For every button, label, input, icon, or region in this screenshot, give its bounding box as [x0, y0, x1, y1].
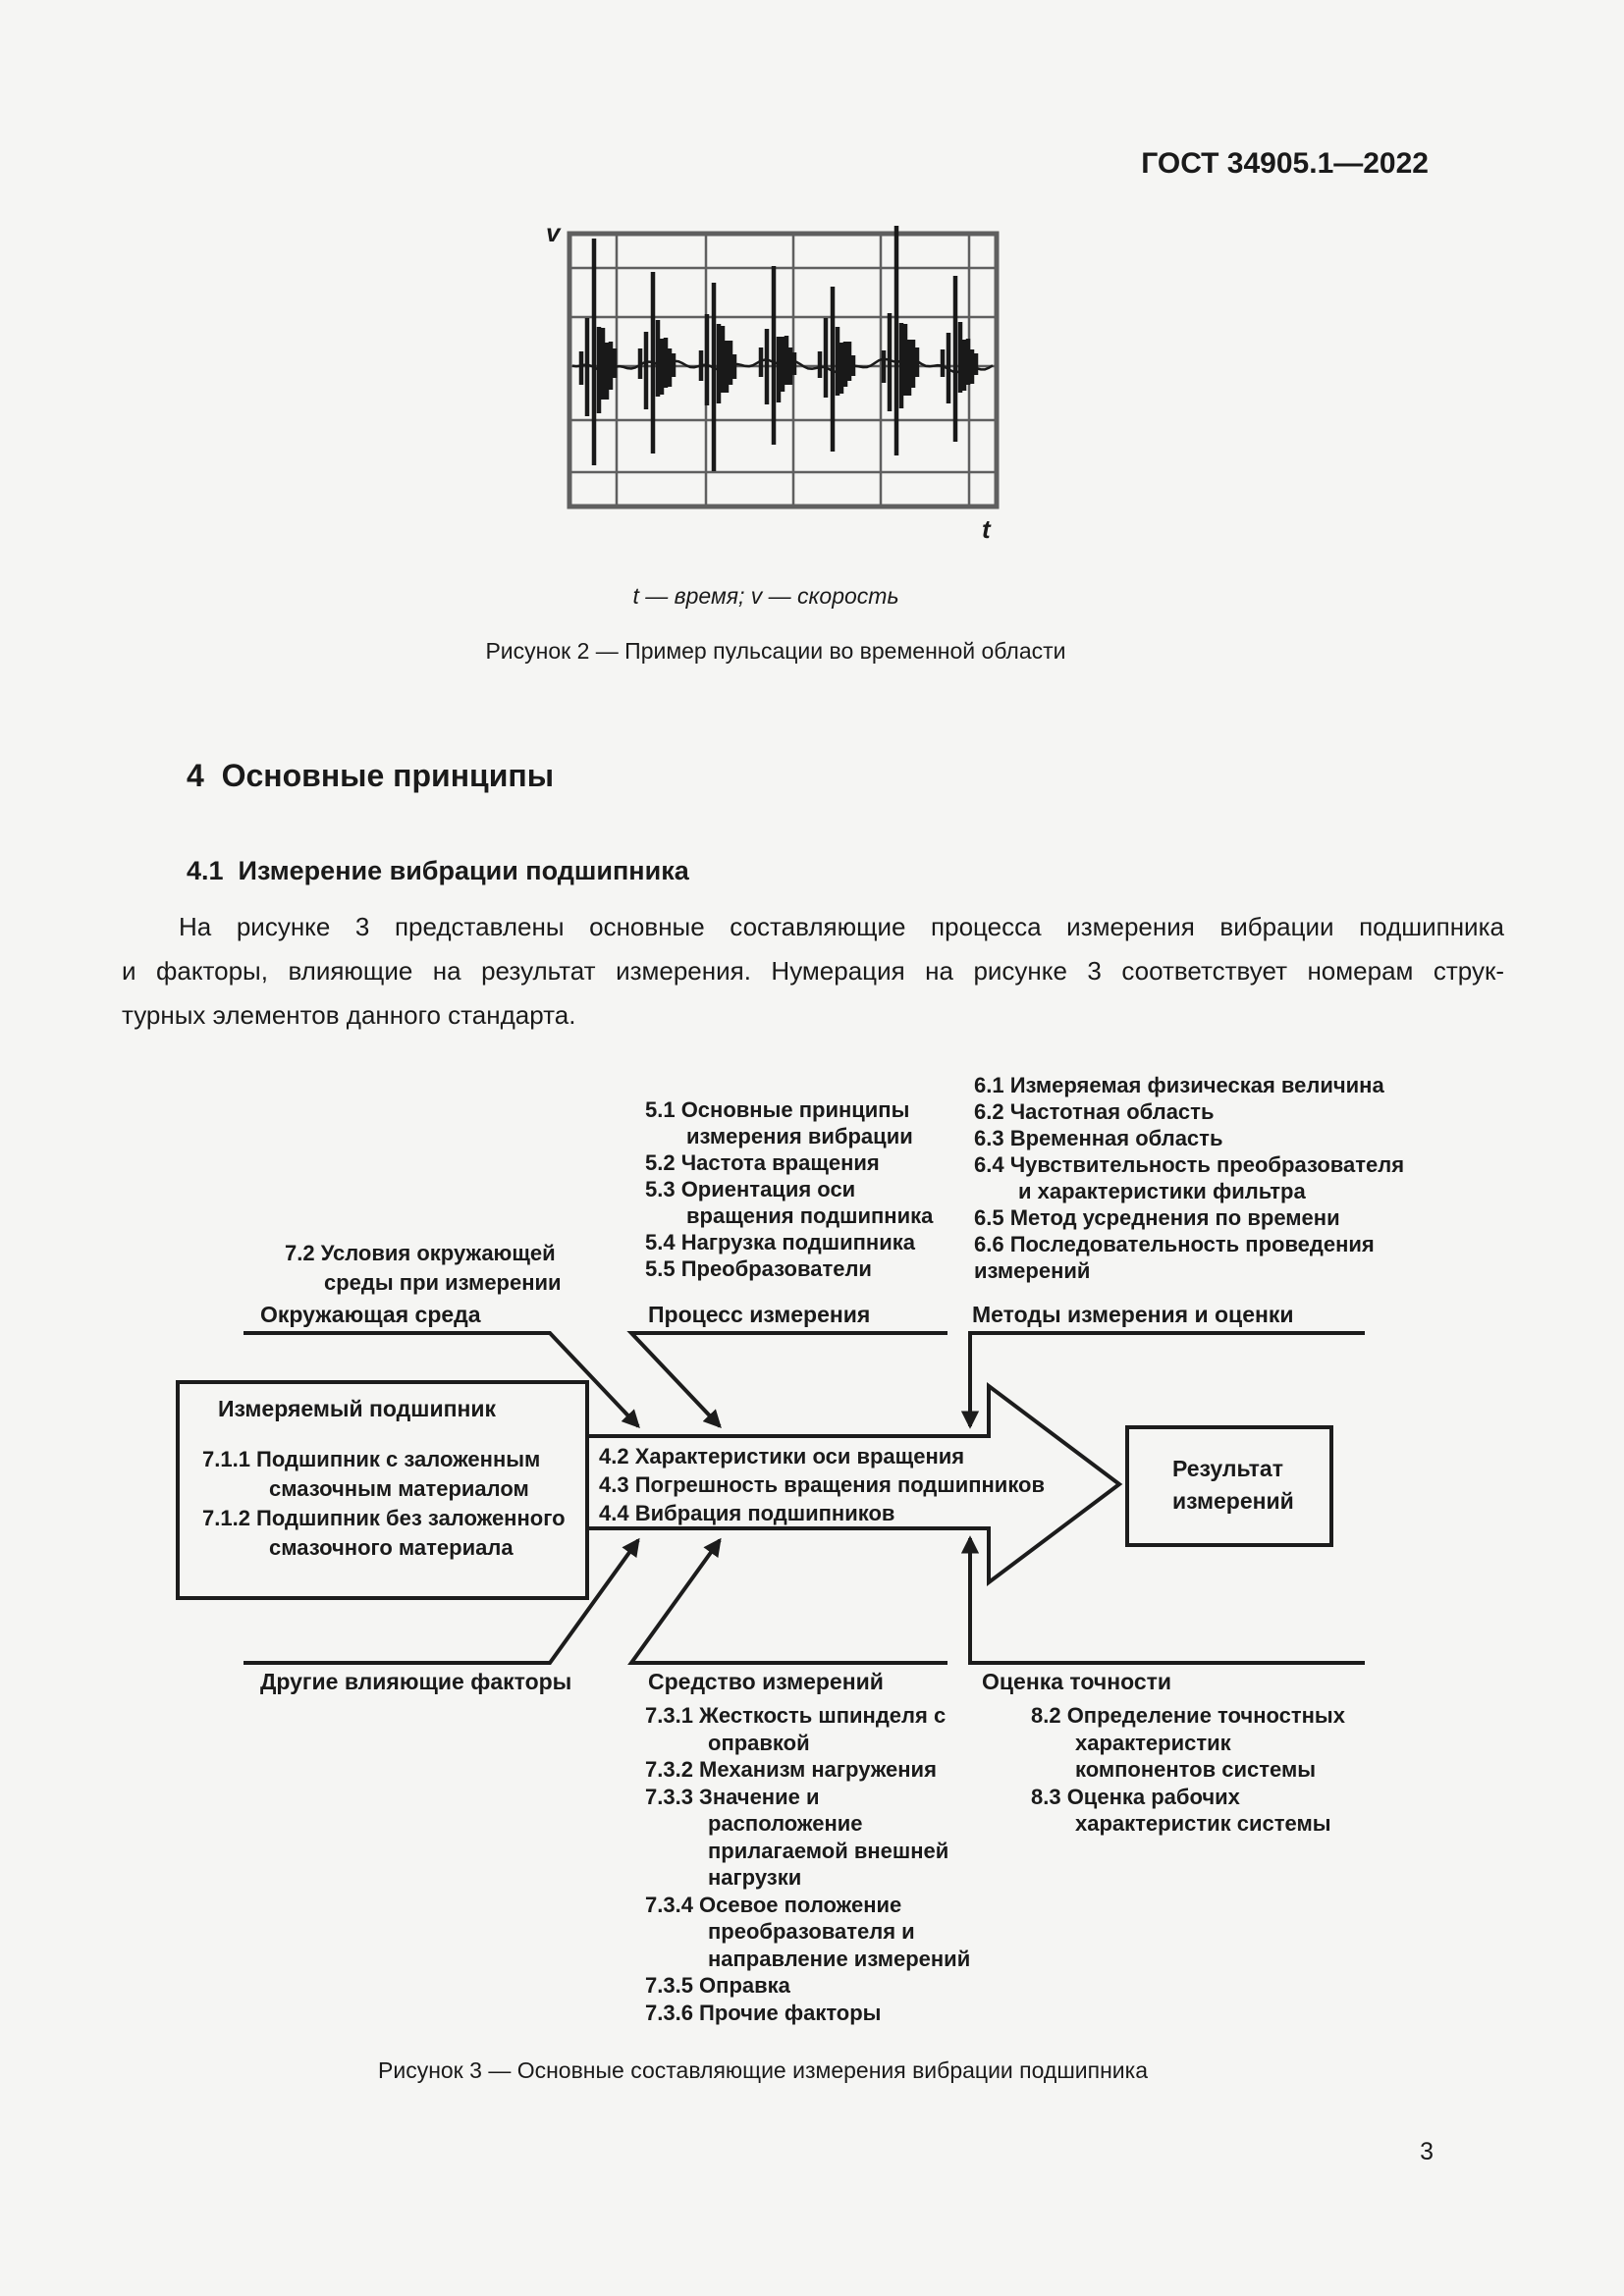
branch-label-other-factors: Другие влияющие факторы — [260, 1669, 572, 1694]
list-item: 7.3.5 Оправка — [645, 1973, 790, 1998]
figure2-caption: Рисунок 2 — Пример пульсации во временно… — [485, 638, 1066, 664]
section-heading: 4 Основные принципы — [187, 758, 555, 793]
branch-label-instrument: Средство измерений — [648, 1669, 884, 1694]
paragraph-line: турных элементов данного стандарта. — [122, 1000, 576, 1030]
figure2-axis-v-label: v — [546, 218, 561, 247]
list-item: 6.2 Частотная область — [974, 1099, 1215, 1124]
list-item: расположение — [708, 1811, 863, 1836]
list-item: 7.1.1 Подшипник с заложенным — [202, 1447, 541, 1471]
result-box: Результат измерений — [1125, 1425, 1333, 1547]
list-item: 4.4 Вибрация подшипников — [599, 1501, 895, 1525]
list-item: характеристик — [1075, 1730, 1231, 1755]
list-item: 5.5 Преобразователи — [645, 1256, 872, 1281]
list-item: прилагаемой внешней — [708, 1838, 949, 1863]
list-item: 7.3.4 Осевое положение — [645, 1892, 902, 1917]
list-item: 7.1.2 Подшипник без заложенного — [202, 1506, 566, 1530]
paragraph-line: и факторы, влияющие на результат измерен… — [122, 956, 1504, 986]
list-item: характеристик системы — [1075, 1811, 1331, 1836]
list-item: оправкой — [708, 1730, 810, 1755]
list-item: 6.3 Временная область — [974, 1126, 1223, 1150]
list-item: смазочным материалом — [269, 1476, 529, 1501]
bearing-box-items: 7.1.1 Подшипник с заложенным смазочным ма… — [202, 1445, 566, 1563]
branch-label-process: Процесс измерения — [648, 1302, 871, 1327]
bearing-box: Измеряемый подшипник 7.1.1 Подшипник с з… — [176, 1380, 589, 1600]
figure2-axis-t-label: t — [982, 514, 991, 544]
list-item: смазочного материала — [269, 1535, 514, 1560]
list-item: нагрузки — [708, 1865, 802, 1890]
list-item: преобразователя и — [708, 1919, 915, 1944]
figure3-note-72: 7.2 Условия окружающей среды при измерени… — [285, 1239, 562, 1298]
list-item: 7.2 Условия окружающей — [285, 1241, 556, 1265]
list-item: 6.1 Измеряемая физическая величина — [974, 1073, 1384, 1097]
branch-label-methods: Методы измерения и оценки — [972, 1302, 1294, 1327]
list-item: 6.6 Последовательность проведения — [974, 1232, 1375, 1256]
list-item: направление измерений — [708, 1946, 971, 1971]
list-item: 5.3 Ориентация оси — [645, 1177, 856, 1201]
list-item: и характеристики фильтра — [1018, 1179, 1306, 1203]
branch-label-accuracy: Оценка точности — [982, 1669, 1172, 1694]
list-item: измерений — [974, 1258, 1091, 1283]
list-item: 7.3.2 Механизм нагружения — [645, 1757, 937, 1782]
list-item: 5.4 Нагрузка подшипника — [645, 1230, 915, 1255]
page-header: ГОСТ 34905.1—2022 — [1141, 147, 1429, 180]
list-item: компонентов системы — [1075, 1757, 1317, 1782]
list-item: Результат — [1172, 1456, 1283, 1481]
figure2-waveform — [571, 226, 994, 471]
body-paragraph: На рисунке 3 представлены основные соста… — [122, 905, 1504, 1038]
bearing-box-title: Измеряемый подшипник — [218, 1396, 497, 1421]
list-item: 6.5 Метод усреднения по времени — [974, 1205, 1340, 1230]
figure2-legend: t — время; v — скорость — [632, 583, 899, 609]
list-item: 5.2 Частота вращения — [645, 1150, 880, 1175]
figure3-center-items: 4.2 Характеристики оси вращения 4.3 Погре… — [599, 1442, 1045, 1527]
list-item: 4.2 Характеристики оси вращения — [599, 1444, 965, 1468]
section-subheading: 4.1 Измерение вибрации подшипника — [187, 856, 689, 885]
figure3-caption: Рисунок 3 — Основные составляющие измере… — [378, 2057, 1148, 2083]
list-item: среды при измерении — [324, 1270, 562, 1295]
list-item: 7.3.6 Прочие факторы — [645, 2000, 882, 2025]
list-item: измерений — [1172, 1488, 1294, 1514]
list-item: 6.4 Чувствительность преобразователя — [974, 1152, 1405, 1177]
list-item: 8.2 Определение точностных — [1031, 1703, 1345, 1728]
list-item: 5.1 Основные принципы — [645, 1097, 910, 1122]
list-item: 8.3 Оценка рабочих — [1031, 1784, 1240, 1809]
result-box-text: Результат измерений — [1172, 1453, 1294, 1518]
list-item: измерения вибрации — [686, 1124, 913, 1148]
list-item: 4.3 Погрешность вращения подшипников — [599, 1472, 1046, 1497]
branch-label-environment: Окружающая среда — [260, 1302, 481, 1327]
list-item: вращения подшипника — [686, 1203, 934, 1228]
list-item: 7.3.3 Значение и — [645, 1784, 820, 1809]
page-number: 3 — [1420, 2138, 1434, 2165]
figure3-lines — [244, 1331, 1365, 1665]
paragraph-line: На рисунке 3 представлены основные соста… — [179, 912, 1504, 941]
list-item: 7.3.1 Жесткость шпинделя с — [645, 1703, 947, 1728]
